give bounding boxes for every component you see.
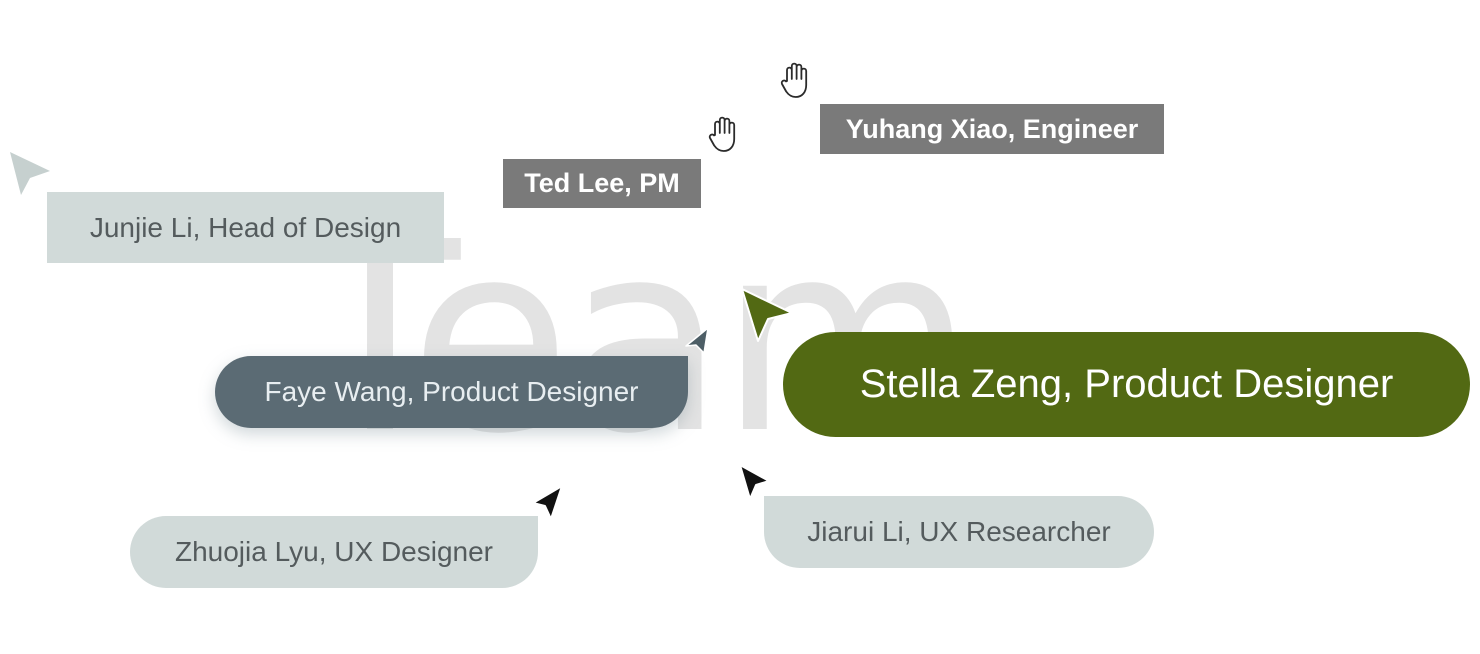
team-tag-faye-wang: Faye Wang, Product Designer (215, 356, 688, 428)
arrow-cursor-icon (683, 327, 711, 355)
team-tag-jiarui-li: Jiarui Li, UX Researcher (764, 496, 1154, 568)
team-tag-zhuojia-lyu: Zhuojia Lyu, UX Designer (130, 516, 538, 588)
arrow-cursor-icon (531, 484, 565, 522)
team-tag-ted-lee: Ted Lee, PM (503, 159, 701, 208)
team-tag-stella-zeng: Stella Zeng, Product Designer (783, 332, 1470, 437)
team-tag-junjie-li: Junjie Li, Head of Design (47, 192, 444, 263)
arrow-cursor-icon (740, 287, 796, 343)
team-tag-yuhang-xiao: Yuhang Xiao, Engineer (820, 104, 1164, 154)
hand-grab-icon (707, 115, 743, 155)
arrow-cursor-icon (9, 151, 53, 197)
hand-grab-icon (779, 61, 815, 101)
arrow-cursor-icon (738, 463, 772, 501)
